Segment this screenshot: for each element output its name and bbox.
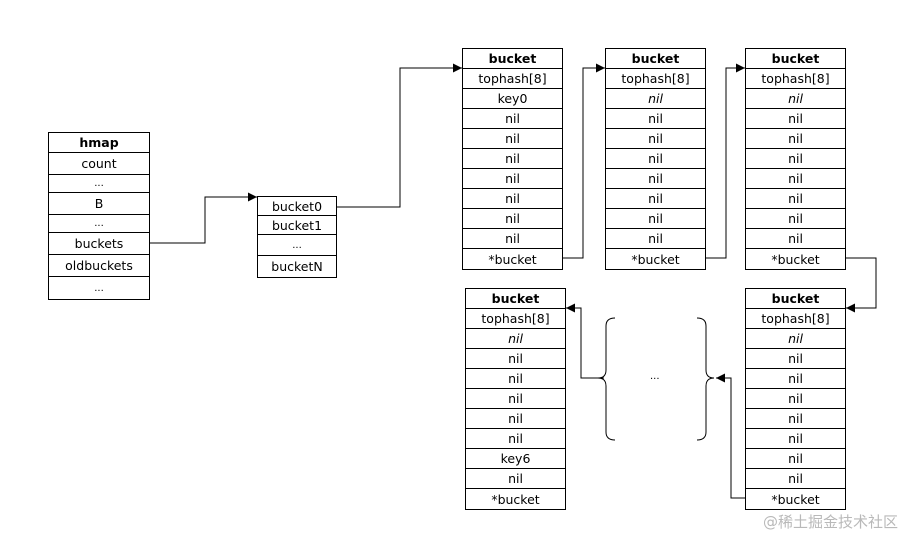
bucket-table-3-row: nil (746, 209, 845, 229)
bucket-array-table-row: bucketN (271, 259, 323, 274)
bucket-table-4-row: nil (466, 349, 565, 369)
bucket-table-4-row: nil (466, 329, 565, 349)
bucket-table-5-row: nil (746, 389, 845, 409)
bucket-table-4-row: nil (466, 469, 565, 489)
bucket-table-4-row: *bucket (491, 491, 540, 507)
watermark: @稀土掘金技术社区 (762, 513, 898, 531)
bucket-table-2-row: nil (606, 129, 705, 149)
bucket-table-5-row: nil (746, 429, 845, 449)
arrow-buckets-to-array (150, 192, 257, 244)
bucket-table-3-row: nil (746, 149, 845, 169)
bucket-table-4-row: nil (466, 389, 565, 409)
bucket-table-2-row: nil (606, 209, 705, 229)
bucket-table-1-row: nil (463, 169, 562, 189)
bucket-table-1-row: tophash[8] (463, 69, 562, 89)
bucket-table-2-row: nil (606, 89, 705, 109)
bucket-table-4-row: nil (466, 369, 565, 389)
bucket-table-1-row: nil (463, 149, 562, 169)
left-brace (597, 317, 616, 441)
bucket-table-3-row: nil (746, 189, 845, 209)
bucket-table-2-row: nil (606, 229, 705, 249)
bucket-array-table-row: ... (258, 235, 336, 256)
bucket-table-5-row: nil (746, 329, 845, 349)
bucket-table-3-row: nil (746, 129, 845, 149)
bucket-table-3-row: tophash[8] (746, 69, 845, 89)
bucket-table-2-row: nil (606, 109, 705, 129)
bucket-table-2-row: tophash[8] (606, 69, 705, 89)
arrow-bucket-e-to-ellipsis (716, 373, 745, 499)
arrow-bucket0-to-bucket-a (337, 63, 462, 208)
bucket-table-3-row: nil (746, 89, 845, 109)
hmap-table-row: ... (94, 282, 104, 294)
bucket-table-1-row: bucket (463, 49, 562, 69)
bucket-array-table-row: bucket1 (258, 216, 336, 235)
hmap-table-row: buckets (49, 233, 149, 255)
right-brace (696, 317, 715, 441)
bucket-table-4-row: nil (466, 409, 565, 429)
bucket-array-table-row: bucket0 (258, 197, 336, 216)
bucket-table-4-row: bucket (466, 289, 565, 309)
bucket-table-5-row: nil (746, 409, 845, 429)
bucket-table-3-row: nil (746, 229, 845, 249)
chain-ellipsis: ... (650, 371, 660, 382)
hmap-table-row: hmap (49, 133, 149, 153)
bucket-table-3-row: nil (746, 169, 845, 189)
bucket-table-3-row: bucket (746, 49, 845, 69)
bucket-table-2-row: bucket (606, 49, 705, 69)
arrow-bucket-a-to-bucket-b (563, 63, 605, 259)
hmap-table-row: B (49, 193, 149, 215)
arrow-bucket-c-to-bucket-e (846, 257, 877, 313)
hmap-table-row: count (49, 153, 149, 175)
bucket-table-2-row: nil (606, 169, 705, 189)
bucket-table-1-row: nil (463, 189, 562, 209)
hmap-table-row: ... (49, 175, 149, 193)
bucket-table-4-row: nil (466, 429, 565, 449)
bucket-table-1-row: nil (463, 129, 562, 149)
bucket-table-4-row: key6 (466, 449, 565, 469)
bucket-table-5-row: nil (746, 469, 845, 489)
bucket-table-5-row: *bucket (771, 491, 820, 507)
bucket-table-3-row: nil (746, 109, 845, 129)
arrow-bucket-b-to-bucket-c (706, 63, 745, 259)
bucket-table-1-row: nil (463, 109, 562, 129)
bucket-table-1-row: *bucket (488, 251, 537, 267)
bucket-table-5-row: nil (746, 369, 845, 389)
bucket-table-5-row: nil (746, 349, 845, 369)
bucket-table-2-row: nil (606, 189, 705, 209)
bucket-table-5-row: nil (746, 449, 845, 469)
hmap-table-row: oldbuckets (49, 255, 149, 277)
bucket-table-2-row: *bucket (631, 251, 680, 267)
bucket-table-1-row: nil (463, 229, 562, 249)
hmap-table-row: ... (49, 215, 149, 233)
bucket-table-4-row: tophash[8] (466, 309, 565, 329)
bucket-table-1-row: key0 (463, 89, 562, 109)
bucket-table-3-row: *bucket (771, 251, 820, 267)
bucket-table-5-row: bucket (746, 289, 845, 309)
bucket-table-2-row: nil (606, 149, 705, 169)
bucket-table-5-row: tophash[8] (746, 309, 845, 329)
arrow-ellipsis-to-bucket-d (566, 303, 604, 379)
bucket-table-1-row: nil (463, 209, 562, 229)
